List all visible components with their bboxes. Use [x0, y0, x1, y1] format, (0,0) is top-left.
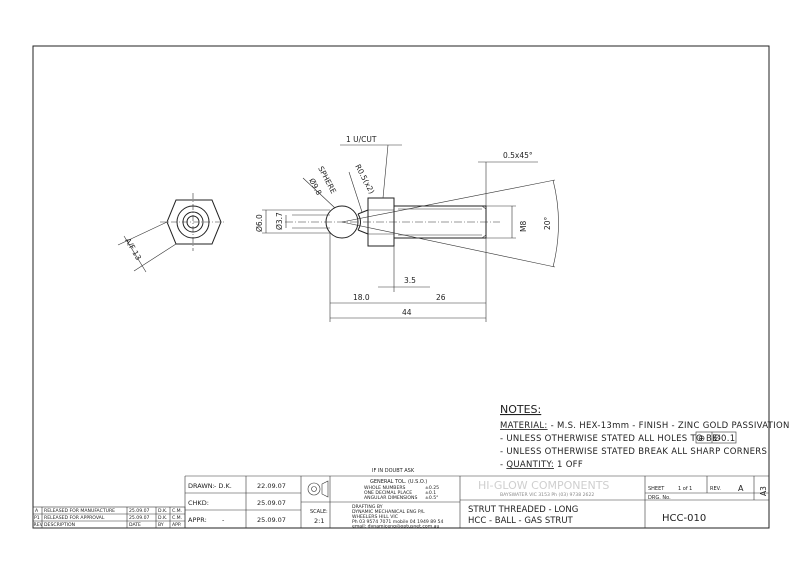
drawn-label: DRAWN: — [188, 482, 215, 490]
chkd-date: 25.09.07 — [257, 499, 286, 507]
scale-value: 2:1 — [314, 517, 324, 525]
sheet-size: A3 — [759, 486, 768, 496]
m8-label: M8 — [519, 221, 528, 232]
radius-label: R0.5(x2) — [353, 163, 376, 196]
dia37-label: Ø3.7 — [275, 212, 284, 230]
tol-row1-label: WHOLE NUMBERS — [364, 485, 406, 491]
position-tol-frame — [695, 431, 737, 444]
notes-corners: - UNLESS OTHERWISE STATED BREAK ALL SHAR… — [500, 447, 767, 457]
notes-holes: - UNLESS OTHERWISE STATED ALL HOLES TO B… — [500, 434, 721, 444]
position-tol-value: Ø0.1 — [714, 433, 735, 444]
angle-line-top — [341, 179, 556, 223]
drafting-company: DYNAMIC MECHANICAL ENG P/L — [352, 509, 425, 515]
ucut-label: 1 U/CUT — [346, 135, 377, 144]
drafting-address: WHEELERS HILL VIC — [352, 514, 398, 520]
d44-label: 44 — [402, 308, 412, 317]
rev-header-by: BY — [158, 522, 164, 528]
rev-label: REV. — [710, 486, 721, 492]
rev-header-app: APP. — [172, 522, 181, 528]
tol-row2-value: ±0.1 — [425, 490, 436, 496]
tol-row1-value: ±0.25 — [425, 485, 439, 491]
af-dim-line — [123, 235, 147, 273]
sheet-label: SHEET — [648, 486, 665, 492]
rev-row1-date: 25.09.07 — [129, 508, 150, 514]
drafting-phone: Ph 03 9574 7071 mobile 04 1949 89 54 — [352, 519, 443, 525]
rev-row2-by: D.K. — [158, 515, 167, 521]
appr-value: - — [222, 516, 225, 524]
d26-label: 26 — [436, 293, 446, 302]
sheet-value: 1 of 1 — [678, 486, 692, 492]
general-tol-title: GENERAL TOL. (U.S.O.) — [370, 479, 427, 485]
appr-label: APPR: — [188, 516, 207, 524]
company-address: BAYSWATER VIC 3153 Ph (03) 9738 2622 — [500, 492, 594, 498]
chamfer-top — [481, 205, 487, 210]
rev-header-date: DATE — [129, 522, 141, 528]
drafting-heading: DRAFTING BY — [352, 504, 383, 510]
drawn-value: - D.K. — [214, 482, 232, 490]
if-in-doubt: IF IN DOUBT ASK — [372, 468, 415, 474]
drafting-email: email: dynamiceng@optusnet.com.au — [352, 524, 439, 530]
dia60-label: Ø6.0 — [255, 214, 264, 232]
d35-label: 3.5 — [404, 276, 416, 285]
rev-row2-date: 25.09.07 — [129, 515, 150, 521]
end-view: A/F 13 — [117, 193, 226, 273]
radius-leader — [348, 171, 363, 213]
ucut-leader — [382, 144, 389, 199]
title-line-2: HCC - BALL - GAS STRUT — [468, 516, 574, 526]
title-block: A RELEASED FOR MANUFACTURE 25.09.07 D.K.… — [32, 468, 769, 530]
angle-label: 20° — [543, 216, 552, 230]
rev-value: A — [738, 484, 744, 493]
rev-row2-rev: P1 — [34, 515, 40, 521]
angle-line-bottom — [341, 221, 556, 268]
sphere-leader — [302, 177, 336, 209]
drg-no-value: HCC-010 — [662, 513, 706, 524]
position-tol-symbol: ⊕ — [698, 434, 705, 444]
d18-label: 18.0 — [353, 293, 370, 302]
af-ext-1 — [117, 221, 168, 246]
rev-row1-rev: A — [35, 508, 39, 514]
scale-label: SCALE: — [310, 509, 328, 515]
rev-header-desc: DESCRIPTION — [44, 522, 75, 528]
notes-quantity: - QUANTITY: 1 OFF — [500, 460, 583, 470]
rev-row2-desc: RELEASED FOR APPROVAL — [44, 515, 105, 521]
angle-arc — [552, 179, 559, 268]
chamfer-label: 0.5x45° — [503, 151, 533, 160]
tol-row2-label: ONE DECIMAL PLACE — [364, 490, 412, 496]
notes-material: MATERIAL: - M.S. HEX-13mm - FINISH - ZIN… — [500, 421, 790, 431]
rev-row1-app: C.M. — [172, 508, 182, 514]
company-name: HI-GLOW COMPONENTS — [478, 479, 609, 492]
rev-row2-app: C.M. — [172, 515, 182, 521]
rev-row1-by: D.K. — [158, 508, 167, 514]
notes-block: NOTES: MATERIAL: - M.S. HEX-13mm - FINIS… — [500, 403, 790, 470]
title-line-1: STRUT THREADED - LONG — [468, 505, 578, 515]
drawing-border — [32, 45, 770, 529]
rev-header-rev: REV — [34, 522, 44, 528]
chamfer-bottom — [481, 234, 487, 239]
ball-neck-bottom — [357, 229, 369, 235]
appr-date: 25.09.07 — [257, 516, 286, 524]
af-ext-2 — [133, 243, 177, 272]
projection-symbol — [307, 480, 329, 498]
side-view: 20° M8 Ø6.0 Ø3.7 SPHERE Ø9.8 R0.5(x2) 1 … — [255, 135, 559, 322]
sphere-dia-label: Ø9.8 — [307, 177, 323, 197]
drawn-date: 22.09.07 — [257, 482, 286, 490]
chkd-label: CHKD: — [188, 499, 209, 507]
notes-heading: NOTES: — [500, 403, 541, 416]
ball-neck-top — [357, 209, 369, 215]
tol-row3-value: ±0.5° — [425, 495, 438, 501]
tol-row3-label: ANGULAR DIMENSIONS — [364, 495, 417, 501]
rev-row1-desc: RELEASED FOR MANUFACTURE — [44, 508, 115, 514]
drg-no-label: DRG. No. — [648, 495, 671, 501]
af-dim-label: A/F 13 — [123, 237, 143, 262]
